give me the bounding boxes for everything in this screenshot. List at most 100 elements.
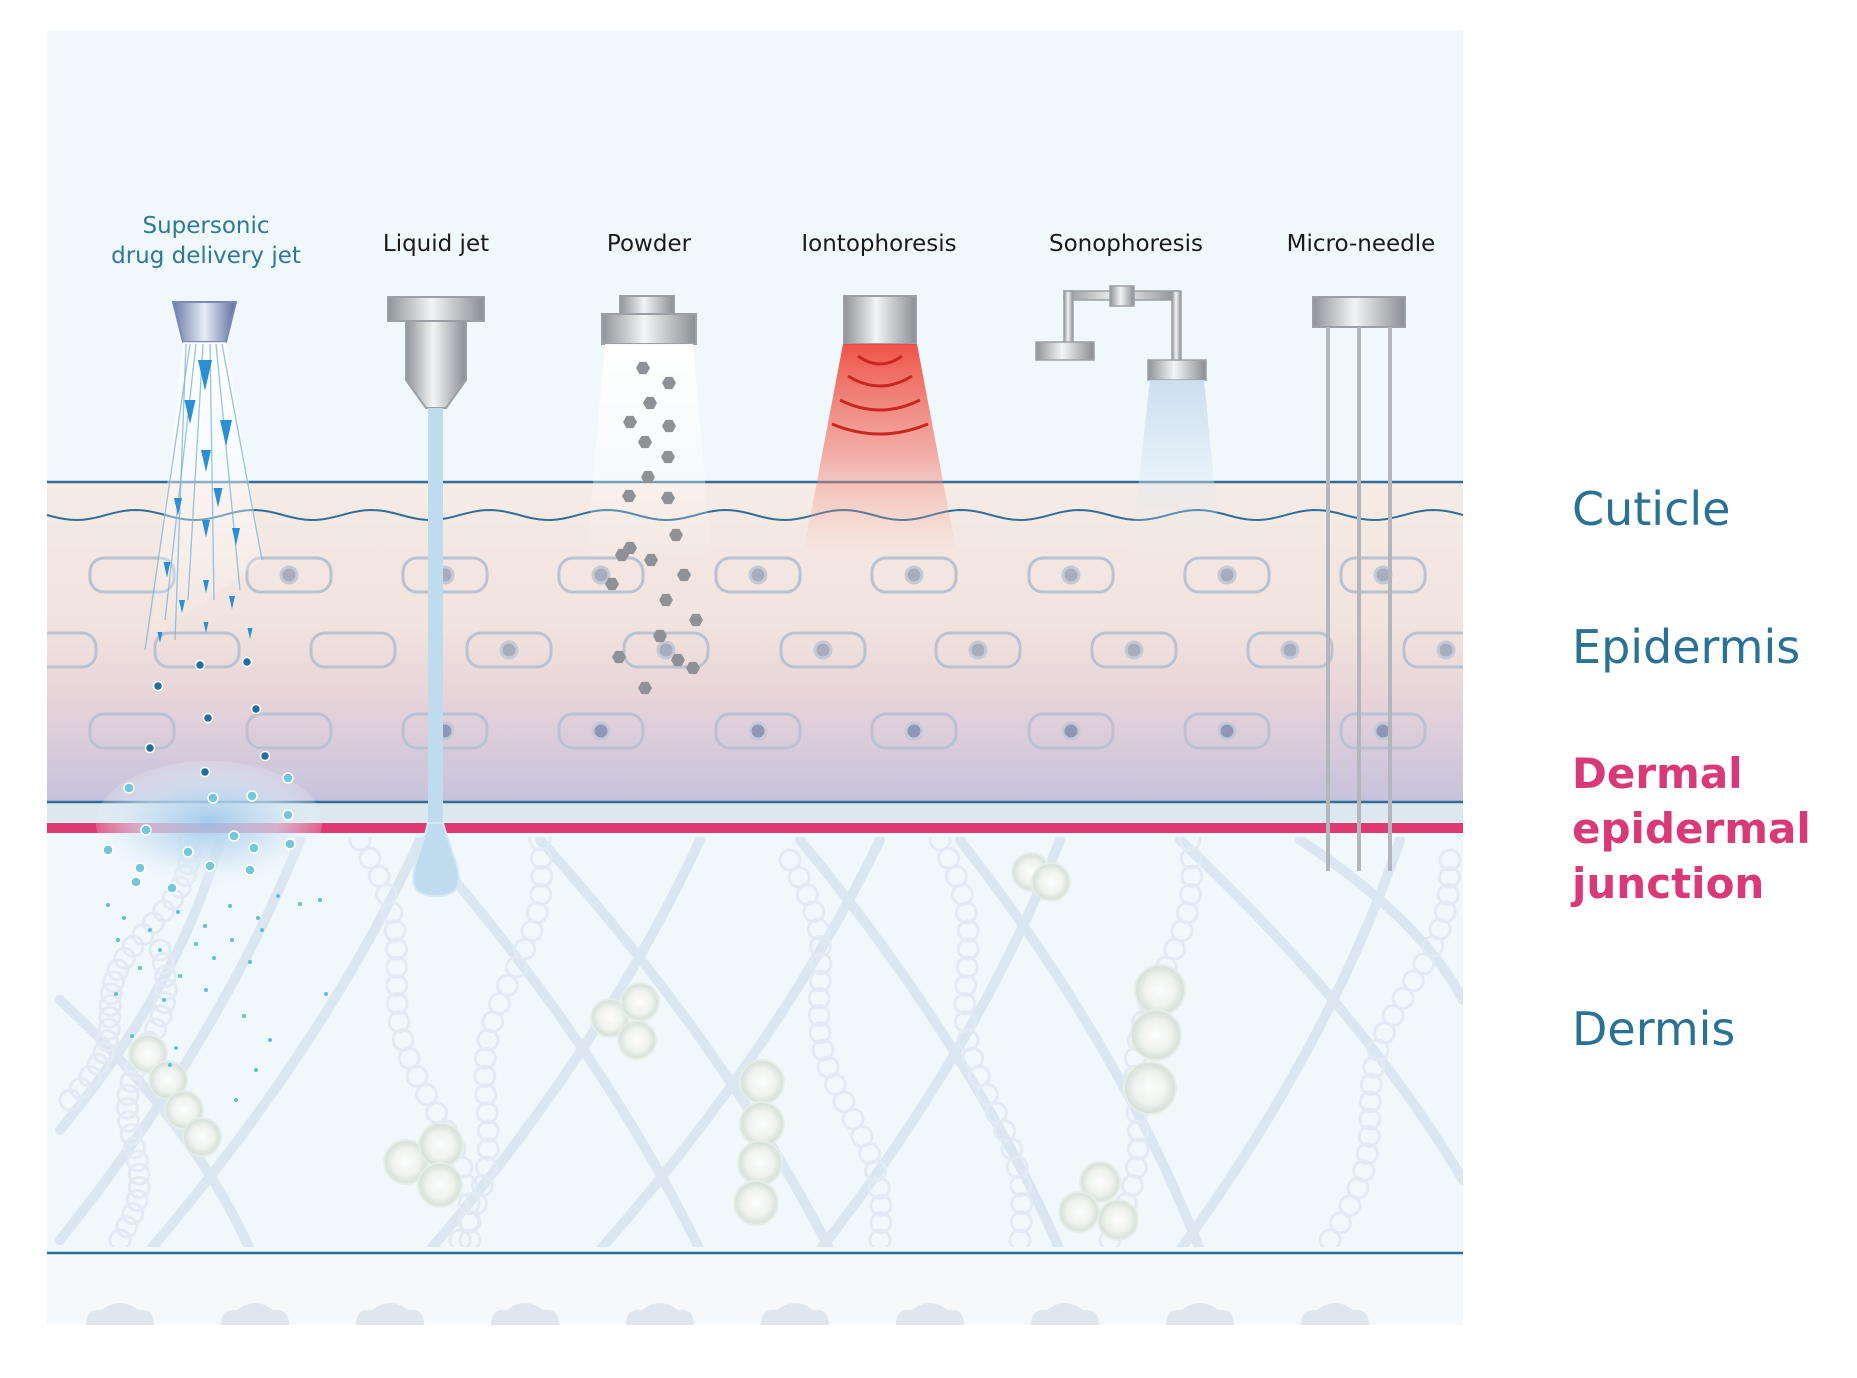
collagen-bead: [108, 1228, 132, 1247]
delivery-devices: [96, 285, 1406, 1102]
collagen-bead: [127, 1175, 151, 1199]
collagen-fiber: [146, 837, 425, 1247]
drug-particle: [242, 1014, 246, 1018]
drug-particle: [256, 916, 260, 920]
dermal-pearl: [1097, 1199, 1139, 1241]
epidermis-cell: [1090, 631, 1178, 669]
subdermis-scallop: [1166, 1303, 1234, 1325]
drug-particle: [228, 904, 232, 908]
powder-particle: [659, 593, 673, 607]
label-iontophoresis: Iontophoresis: [801, 231, 956, 257]
collagen-bead: [1126, 1119, 1150, 1143]
supersonic-droplet: [184, 400, 196, 425]
epidermis-cell: [1402, 631, 1463, 669]
drug-particle: [241, 656, 253, 668]
collagen-bead: [984, 1101, 1008, 1125]
collagen-bead: [1009, 1210, 1033, 1234]
collagen-bead: [1358, 1090, 1382, 1114]
powder-beam: [586, 344, 712, 560]
drug-particle: [230, 938, 234, 942]
collagen-bead: [125, 1189, 149, 1212]
collagen-bead: [358, 846, 382, 870]
supersonic-droplets: [157, 360, 253, 643]
subdermis-scallop: [761, 1303, 829, 1325]
epidermis-cell: [47, 631, 98, 669]
drug-particle: [140, 824, 152, 836]
subdermis-scallop: [86, 1303, 154, 1325]
collagen-bead: [405, 1064, 429, 1088]
supersonic-streamlines: [144, 343, 263, 651]
label-sonophoresis: Sonophoresis: [1049, 231, 1203, 257]
cell-nucleus: [813, 640, 833, 660]
drug-particle: [244, 864, 256, 876]
micro-needle-1: [1326, 327, 1330, 871]
supersonic-droplet: [203, 580, 209, 594]
collagen-bead: [832, 1090, 856, 1114]
micro-needle-device: [1312, 296, 1406, 871]
cell-nucleus: [591, 721, 611, 741]
epidermis-cell: [401, 712, 489, 750]
drug-particle: [212, 956, 216, 960]
drug-particle: [259, 750, 271, 762]
layer-label-dej-line1: Dermal: [1572, 749, 1743, 798]
cell-nucleus: [748, 721, 768, 741]
dermal-pearl: [620, 982, 660, 1022]
collagen-bead: [1338, 1194, 1362, 1217]
subdermis-scallop: [626, 1303, 694, 1325]
label-supersonic-line1: Supersonic: [142, 213, 269, 239]
epidermis-cell: [245, 712, 333, 750]
collagen-bead: [122, 1136, 146, 1160]
supersonic-streamline: [209, 343, 215, 601]
drug-particle: [174, 1046, 178, 1050]
drug-particle: [148, 928, 152, 932]
supersonic-droplet: [174, 498, 182, 516]
cell-nucleus: [1061, 565, 1081, 585]
collagen-bead: [1008, 1228, 1032, 1247]
dermal-pearl: [1134, 964, 1186, 1016]
collagen-bead: [92, 1041, 116, 1065]
collagen-bead: [153, 991, 177, 1015]
dermal-pearl: [1031, 862, 1071, 902]
epidermis-cell: [1027, 712, 1115, 750]
supersonic-droplet: [213, 488, 223, 508]
subdermis-scallop: [1301, 1303, 1369, 1325]
dermal-pearl: [733, 1180, 779, 1226]
drug-particle: [298, 902, 302, 906]
collagen-bead: [529, 846, 553, 870]
collagen-bead: [809, 934, 832, 958]
epidermis-cell: [1339, 712, 1427, 750]
powder-particles: [605, 361, 703, 695]
collagen-bead: [125, 1149, 149, 1173]
collagen-bead: [415, 1083, 439, 1106]
supersonic-dispersed-drug: [102, 656, 328, 1102]
sonophoresis-left-post: [1063, 290, 1074, 348]
collagen-bead: [457, 1192, 481, 1216]
collagen-bead: [1357, 1124, 1381, 1148]
cell-nucleus: [904, 565, 924, 585]
collagen-fiber: [535, 837, 835, 1247]
drug-particle: [166, 882, 178, 894]
drug-particle: [282, 772, 294, 784]
drug-particle: [228, 830, 240, 842]
supersonic-droplet: [179, 600, 185, 614]
epidermis-cell: [714, 712, 802, 750]
liquid-jet-device: [387, 296, 485, 898]
collagen-bead: [807, 1004, 831, 1027]
epidermis-cell: [870, 712, 958, 750]
cell-nucleus: [1436, 640, 1456, 660]
drug-particle: [203, 924, 207, 928]
collagen-bead: [476, 1119, 500, 1143]
epidermis-cell: [1183, 556, 1271, 594]
supersonic-droplet: [220, 420, 232, 447]
collagen-bead: [97, 1017, 121, 1041]
cell-nucleus: [499, 640, 519, 660]
epidermis-cell: [557, 712, 645, 750]
collagen-bead: [1421, 934, 1445, 958]
collagen-bead: [154, 978, 178, 1001]
powder-particle: [669, 528, 683, 542]
collagen-bead: [475, 1101, 499, 1125]
epidermis-cell: [1339, 556, 1427, 594]
collagen-bead: [956, 919, 980, 943]
collagen-bead: [808, 1021, 832, 1045]
